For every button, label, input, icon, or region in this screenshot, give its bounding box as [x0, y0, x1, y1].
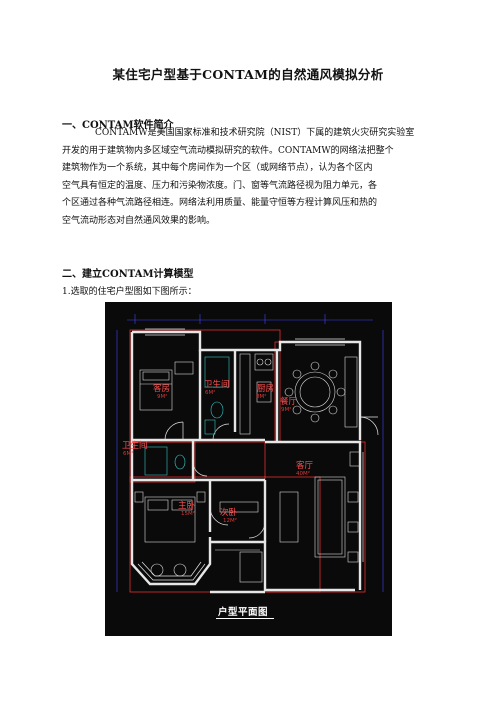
room-area-kitchen: 8M²	[256, 394, 267, 400]
kitchen-counters	[239, 353, 274, 435]
floor-plan-caption: 户型平面图	[218, 607, 269, 618]
floor-plan-drawing	[116, 314, 384, 594]
floor-plan-caption-underline	[216, 618, 274, 619]
dimension-lines	[116, 314, 384, 592]
wall-outlines	[129, 329, 366, 593]
section-heading-contam-intro: 一、CONTAM软件简介	[62, 120, 174, 131]
master-bedroom-furniture	[134, 491, 206, 577]
room-area-bathroom: 6M²	[205, 390, 216, 396]
room-label-bathroom-2: 卫生间	[122, 441, 148, 451]
guest-room-bed	[139, 361, 194, 411]
doors	[164, 416, 379, 539]
room-label-bathroom: 卫生间	[204, 380, 230, 390]
windows	[137, 328, 364, 581]
room-area-dining: 9M²	[281, 407, 292, 413]
paragraph-line: 建筑物作为一个系统，其中每个房间作为一个区（或网络节点），认为各个区内	[62, 163, 373, 174]
paragraph-line: 空气具有恒定的温度、压力和污染物浓度。门、窗等气流路径视为阻力单元，各	[62, 180, 378, 191]
room-area-bathroom-2: 6M²	[123, 451, 134, 457]
room-label-kitchen: 厨房	[257, 384, 275, 394]
dining-table	[284, 356, 358, 428]
room-label-living: 客厅	[296, 461, 314, 471]
section-heading-build-model: 二、建立CONTAM计算模型	[62, 269, 194, 280]
room-area-living: 40M²	[296, 471, 310, 477]
room-area-guest: 9M²	[157, 394, 168, 400]
living-room-sofa	[279, 451, 361, 563]
walls	[130, 330, 362, 594]
paragraph-line: 空气流动形态对自然通风效果的影响。	[62, 215, 216, 226]
room-label-guest: 客房	[153, 384, 171, 394]
second-bedroom-furniture	[215, 501, 263, 583]
document-title: 某住宅户型基于CONTAM的自然通风模拟分析	[112, 67, 384, 82]
bathroom-fixtures	[144, 356, 230, 476]
room-label-dining: 餐厅	[280, 397, 298, 407]
figure-intro-text: 1.选取的住宅户型图如下图所示：	[62, 287, 197, 297]
room-label-second-bedroom: 次卧	[220, 508, 238, 518]
paragraph-line: 开发的用于建筑物内多区域空气流动模拟研究的软件。CONTAMW的网络法把整个	[62, 145, 394, 156]
paragraph-line: CONTAMW是美国国家标准和技术研究院（NIST）下属的建筑火灾研究实验室	[95, 128, 415, 138]
intro-paragraph: CONTAMW是美国国家标准和技术研究院（NIST）下属的建筑火灾研究实验室 开…	[62, 125, 434, 231]
room-area-master-bedroom: 15M²	[181, 511, 195, 517]
room-label-master-bedroom: 主卧	[178, 501, 196, 511]
room-area-second-bedroom: 12M²	[223, 518, 237, 524]
paragraph-line: 个区通过各种气流路径相连。网络法利用质量、能量守恒等方程计算风压和热的	[62, 198, 378, 209]
floor-plan-figure: 客房 9M² 卫生间 6M² 厨房 8M² 餐厅 9M² 卫生间 6M² 客厅 …	[105, 302, 392, 636]
